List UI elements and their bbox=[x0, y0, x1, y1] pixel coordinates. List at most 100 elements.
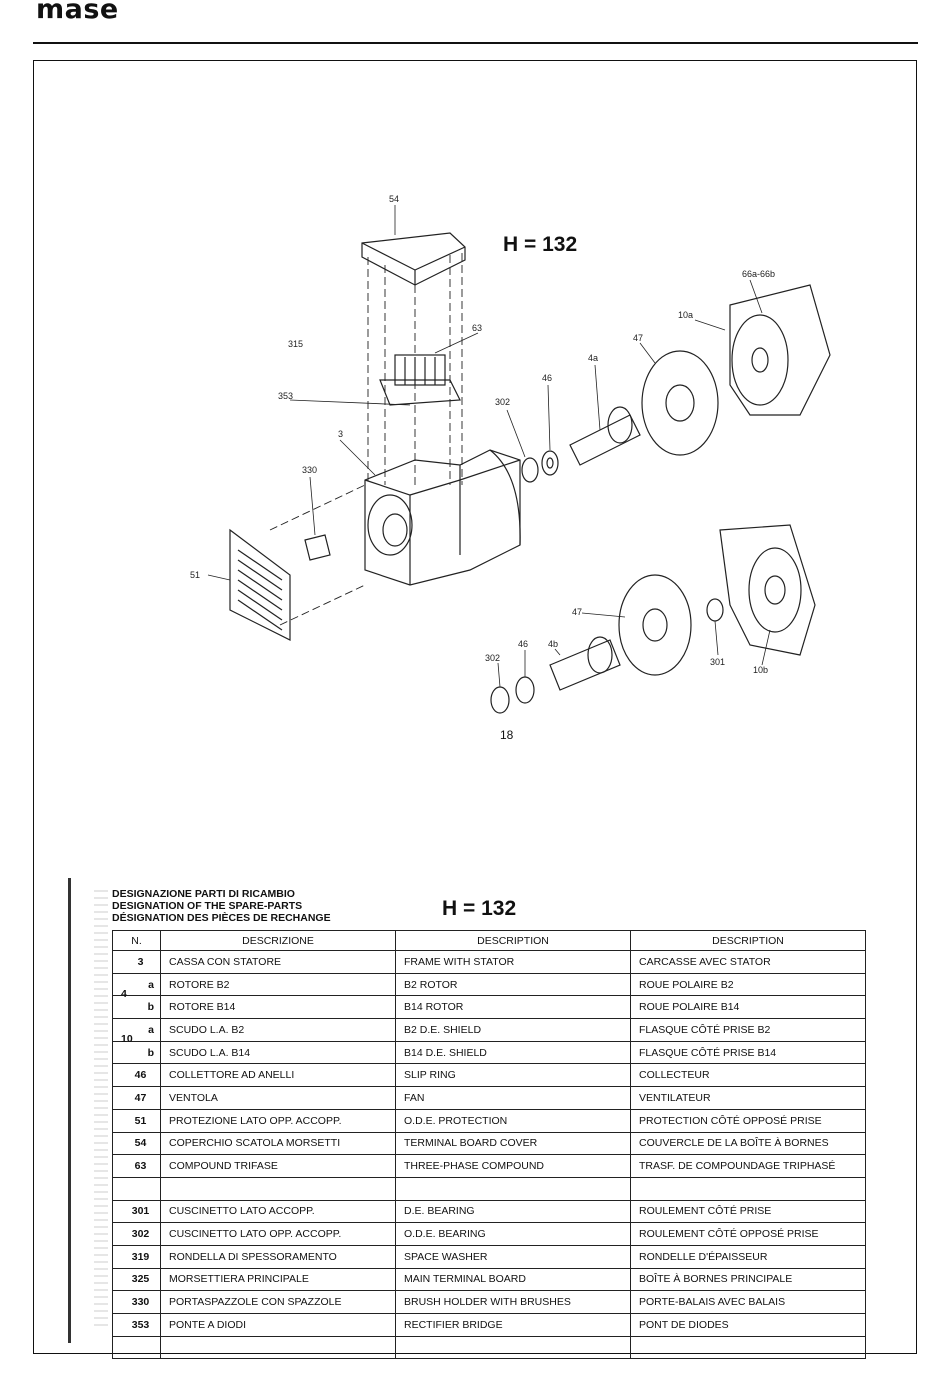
part-subletter: a bbox=[148, 1023, 154, 1036]
svg-text:301: 301 bbox=[710, 657, 725, 667]
desc-en: O.D.E. PROTECTION bbox=[395, 1108, 631, 1133]
svg-text:46: 46 bbox=[542, 373, 552, 383]
svg-text:315: 315 bbox=[288, 339, 303, 349]
part-number: 302 bbox=[112, 1222, 161, 1246]
svg-text:63: 63 bbox=[472, 323, 482, 333]
part-number: 3 bbox=[112, 950, 161, 974]
desc-en: BRUSH HOLDER WITH BRUSHES bbox=[395, 1290, 631, 1314]
svg-text:302: 302 bbox=[485, 653, 500, 663]
part-number: b bbox=[112, 995, 161, 1020]
desc-en: B14 D.E. SHIELD bbox=[395, 1040, 631, 1065]
terminal-cover-part bbox=[361, 232, 466, 286]
part-number: 51 bbox=[112, 1108, 161, 1133]
desc-it: ROTORE B2 bbox=[160, 972, 396, 997]
part-main-number: 4 bbox=[121, 987, 127, 1000]
compound-part bbox=[379, 354, 461, 406]
desc-it: COMPOUND TRIFASE bbox=[160, 1154, 396, 1178]
desc-en: FRAME WITH STATOR bbox=[395, 950, 631, 974]
svg-text:51: 51 bbox=[190, 570, 200, 580]
col-header-n: N. bbox=[112, 930, 161, 951]
desc-fr: PONT DE DIODES bbox=[630, 1313, 866, 1337]
desc-en: RECTIFIER BRIDGE bbox=[395, 1313, 631, 1337]
spare-parts-table: N. DESCRIZIONE DESCRIPTION DESCRIPTION 3… bbox=[112, 930, 866, 1360]
svg-text:4a: 4a bbox=[588, 353, 598, 363]
desc-fr: TRASF. DE COMPOUNDAGE TRIPHASÉ bbox=[630, 1154, 866, 1178]
part-subletter: b bbox=[147, 1001, 154, 1014]
brush-holder-part bbox=[304, 534, 331, 561]
desc-en: D.E. BEARING bbox=[395, 1199, 631, 1224]
svg-text:302: 302 bbox=[495, 397, 510, 407]
mase-logo: mase bbox=[36, 0, 119, 25]
desc-it: SCUDO L.A. B2 bbox=[160, 1018, 396, 1042]
title-fr: DÉSIGNATION DES PIÈCES DE RECHANGE bbox=[112, 912, 331, 924]
desc-en bbox=[395, 1176, 631, 1201]
svg-text:46: 46 bbox=[518, 639, 528, 649]
part-subletter: b bbox=[147, 1046, 154, 1059]
desc-fr bbox=[630, 1176, 866, 1201]
col-header-fr: DESCRIPTION bbox=[630, 930, 866, 951]
desc-fr bbox=[630, 1335, 866, 1360]
desc-en: B14 ROTOR bbox=[395, 995, 631, 1020]
part-number: 301 bbox=[112, 1199, 161, 1224]
desc-fr: COLLECTEUR bbox=[630, 1063, 866, 1088]
desc-it: VENTOLA bbox=[160, 1086, 396, 1110]
title-en: DESIGNATION OF THE SPARE-PARTS bbox=[112, 900, 303, 912]
table-header-row: N. DESCRIZIONE DESCRIPTION DESCRIPTION bbox=[112, 930, 866, 951]
desc-fr: VENTILATEUR bbox=[630, 1086, 866, 1110]
scan-noise bbox=[94, 890, 108, 1330]
desc-en: SLIP RING bbox=[395, 1063, 631, 1088]
upper-rotor-assembly bbox=[521, 284, 831, 483]
col-header-it: DESCRIZIONE bbox=[160, 930, 396, 951]
desc-it bbox=[160, 1335, 396, 1360]
stator-frame-part bbox=[364, 449, 521, 586]
svg-text:10a: 10a bbox=[678, 310, 693, 320]
desc-fr: ROUE POLAIRE B2 bbox=[630, 972, 866, 997]
desc-it: CUSCINETTO LATO OPP. ACCOPP. bbox=[160, 1222, 396, 1246]
svg-text:47: 47 bbox=[572, 607, 582, 617]
table-titles: DESIGNAZIONE PARTI DI RICAMBIO DESIGNATI… bbox=[112, 888, 331, 924]
svg-text:66a-66b: 66a-66b bbox=[742, 269, 775, 279]
desc-fr: FLASQUE CÔTÉ PRISE B14 bbox=[630, 1040, 866, 1065]
part-number: 47 bbox=[112, 1086, 161, 1110]
desc-en: SPACE WASHER bbox=[395, 1244, 631, 1269]
col-header-en: DESCRIPTION bbox=[395, 930, 631, 951]
desc-it: PROTEZIONE LATO OPP. ACCOPP. bbox=[160, 1108, 396, 1133]
title-it: DESIGNAZIONE PARTI DI RICAMBIO bbox=[112, 888, 295, 900]
desc-it: SCUDO L.A. B14 bbox=[160, 1040, 396, 1065]
part-number: b bbox=[112, 1040, 161, 1065]
desc-it: ROTORE B14 bbox=[160, 995, 396, 1020]
desc-fr: BOÎTE À BORNES PRINCIPALE bbox=[630, 1267, 866, 1292]
part-number: 63 bbox=[112, 1154, 161, 1178]
desc-fr: CARCASSE AVEC STATOR bbox=[630, 950, 866, 974]
desc-en: O.D.E. BEARING bbox=[395, 1222, 631, 1246]
part-number: 319 bbox=[112, 1244, 161, 1269]
desc-it: COLLETTORE AD ANELLI bbox=[160, 1063, 396, 1088]
diagram-heading: H = 132 bbox=[503, 233, 578, 256]
svg-text:10b: 10b bbox=[753, 665, 768, 675]
desc-en: MAIN TERMINAL BOARD bbox=[395, 1267, 631, 1292]
desc-en: THREE-PHASE COMPOUND bbox=[395, 1154, 631, 1178]
desc-fr: FLASQUE CÔTÉ PRISE B2 bbox=[630, 1018, 866, 1042]
desc-it: MORSETTIERA PRINCIPALE bbox=[160, 1267, 396, 1292]
desc-fr: PROTECTION CÔTÉ OPPOSÉ PRISE bbox=[630, 1108, 866, 1133]
part-number bbox=[112, 1335, 161, 1360]
part-subletter: a bbox=[148, 978, 154, 991]
scan-edge bbox=[68, 878, 71, 1343]
desc-it: CUSCINETTO LATO ACCOPP. bbox=[160, 1199, 396, 1224]
desc-it: RONDELLA DI SPESSORAMENTO bbox=[160, 1244, 396, 1269]
desc-it: PONTE A DIODI bbox=[160, 1313, 396, 1337]
desc-fr: COUVERCLE DE LA BOÎTE À BORNES bbox=[630, 1131, 866, 1156]
desc-en: TERMINAL BOARD COVER bbox=[395, 1131, 631, 1156]
part-number: 54 bbox=[112, 1131, 161, 1156]
part-number: 353 bbox=[112, 1313, 161, 1337]
